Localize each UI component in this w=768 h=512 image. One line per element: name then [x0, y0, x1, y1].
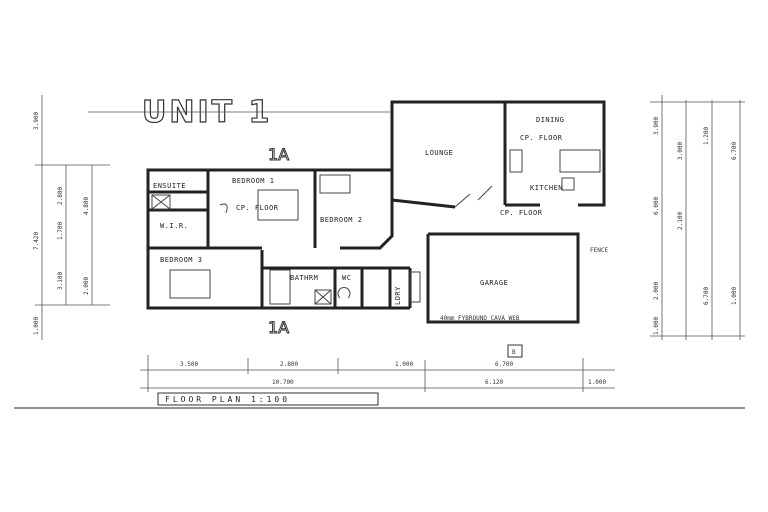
dim-right-3: 2.100: [677, 212, 684, 230]
room-label-garage: GARAGE: [480, 279, 508, 287]
dim-right-2: 3.000: [677, 142, 684, 160]
room-label-laundry: LDRY: [394, 286, 402, 305]
dim-bottom-5: 6.120: [485, 379, 503, 386]
room-label-dining: DINING: [536, 116, 564, 124]
plan-label: FLOOR PLAN 1:100: [165, 395, 290, 404]
dim-left-1: 7.420: [33, 232, 40, 250]
room-label-lounge: LOUNGE: [425, 149, 453, 157]
dim-left-2: 2.800: [57, 187, 64, 205]
unit-title: UNIT 1: [142, 95, 272, 130]
walls: [146, 100, 606, 324]
section-mark-bottom: 1A: [268, 318, 289, 337]
room-label-bedroom1: BEDROOM 1: [232, 177, 274, 185]
dim-left-0: 3.900: [33, 112, 40, 130]
section-mark-top: 1A: [268, 145, 289, 164]
room-label-dining-floor: CP. FLOOR: [520, 134, 563, 142]
dim-right-7: 1.000: [653, 317, 660, 335]
dim-right-0: 3.900: [653, 117, 660, 135]
dim-right-6: 2.000: [653, 282, 660, 300]
section-mark-side-label: B: [512, 349, 516, 356]
room-label-bedroom3: BEDROOM 3: [160, 256, 202, 264]
room-label-wir: W.I.R.: [160, 222, 188, 230]
dim-left-4: 3.100: [57, 272, 64, 290]
dim-right-8: 6.700: [703, 287, 710, 305]
dim-bottom-0: 3.500: [180, 361, 198, 368]
room-label-bedroom2: BEDROOM 2: [320, 216, 362, 224]
bottom-dimension-lines: [14, 355, 745, 409]
side-note: FENCE: [590, 247, 608, 254]
dim-right-1: 6.000: [653, 197, 660, 215]
dim-left-6: 2.000: [83, 277, 90, 295]
dim-bottom-2: 1.000: [395, 361, 413, 368]
room-label-hall-floor: CP. FLOOR: [500, 209, 543, 217]
room-label-bathroom: BATHRM: [290, 274, 318, 282]
dim-right-4: 1.200: [703, 127, 710, 145]
dim-bottom-6: 1.000: [588, 379, 606, 386]
dim-left-5: 4.800: [83, 197, 90, 215]
plan-label-box: [157, 392, 379, 406]
right-dimension-lines: [650, 95, 745, 340]
fixtures: [151, 149, 601, 305]
dim-bottom-4: 10.700: [272, 379, 294, 386]
section-mark-side: B: [507, 344, 523, 358]
dim-right-9: 1.000: [731, 287, 738, 305]
dim-left-7: 1.000: [33, 317, 40, 335]
dim-bottom-1: 2.800: [280, 361, 298, 368]
left-dimension-lines: [35, 95, 110, 340]
dim-right-5: 6.700: [731, 142, 738, 160]
room-label-bedroom1-floor: CP. FLOOR: [236, 204, 279, 212]
dim-left-3: 1.700: [57, 222, 64, 240]
room-label-kitchen: KITCHEN: [530, 184, 563, 192]
dim-bottom-3: 6.700: [495, 361, 513, 368]
room-label-ensuite: ENSUITE: [153, 182, 186, 190]
room-label-wc: WC: [342, 274, 351, 282]
garage-note: 40mm FYBROUND CAVA WEB: [440, 315, 520, 322]
